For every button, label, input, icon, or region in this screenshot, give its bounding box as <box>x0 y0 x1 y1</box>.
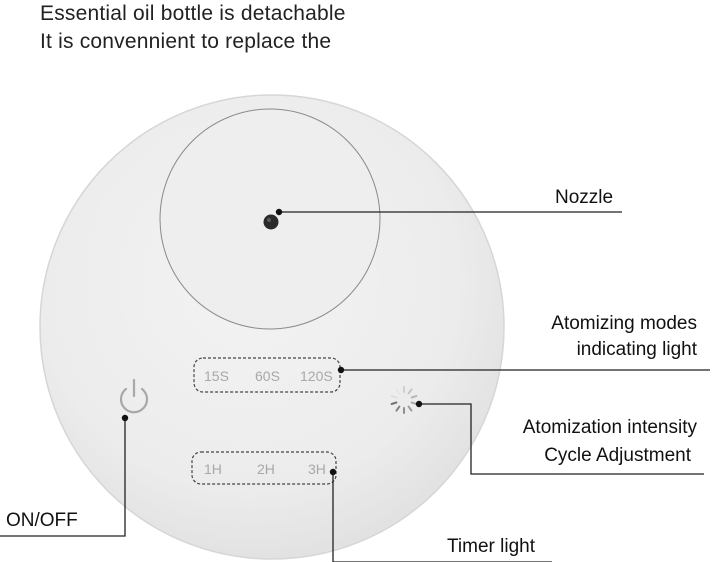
nozzle-hole-icon <box>263 214 279 230</box>
label-on-off: ON/OFF <box>6 510 78 531</box>
timer-indicator-1h: 1H <box>204 461 222 477</box>
dot-timer <box>329 468 337 476</box>
label-timer-light: Timer light <box>447 536 535 557</box>
mode-indicator-120s: 120S <box>300 368 333 384</box>
label-atomizing-modes-1: Atomizing modes <box>551 313 697 334</box>
mode-indicator-60s: 60S <box>255 368 280 384</box>
mode-indicator-15s: 15S <box>204 368 229 384</box>
label-intensity-2: Cycle Adjustment <box>544 445 691 466</box>
dot-on-off <box>121 414 129 422</box>
leader-timer <box>332 472 552 562</box>
label-nozzle: Nozzle <box>555 187 614 208</box>
intensity-dial-icon[interactable] <box>390 386 418 414</box>
timer-indicator-box <box>191 451 337 485</box>
dot-intensity <box>415 400 423 408</box>
dot-atomizing-modes <box>337 366 345 374</box>
header-line-1: Essential oil bottle is detachable <box>40 2 346 25</box>
dot-nozzle <box>275 208 283 216</box>
leader-dots <box>121 208 423 476</box>
label-intensity-1: Atomization intensity <box>522 417 697 438</box>
timer-indicator-2h: 2H <box>257 461 275 477</box>
header-line-2: It is convennient to replace the <box>40 30 332 53</box>
timer-indicator-3h: 3H <box>308 461 326 477</box>
power-icon[interactable] <box>119 378 149 414</box>
leader-lines <box>0 211 710 562</box>
leader-on-off <box>0 418 126 537</box>
modes-indicator-box <box>193 357 341 393</box>
label-atomizing-modes-2: indicating light <box>576 339 697 360</box>
leader-intensity <box>419 403 704 475</box>
